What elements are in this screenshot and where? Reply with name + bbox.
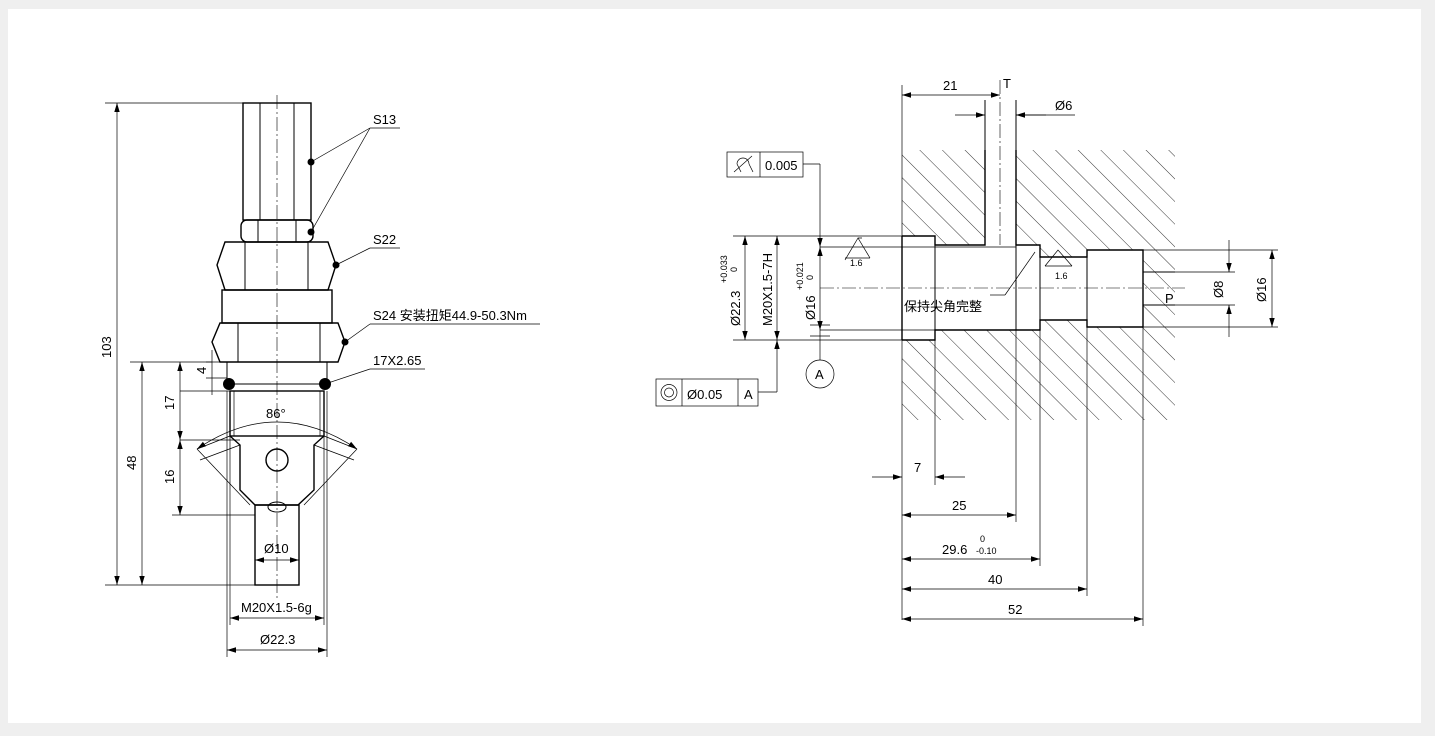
dim-103: 103 [99, 336, 114, 358]
datum-a-label: A [815, 367, 824, 382]
dim-d16-left: Ø16 [803, 295, 818, 320]
dim-29-6-tol-upper: 0 [980, 534, 985, 544]
flatness-value: 0.005 [765, 158, 798, 173]
dim-40: 40 [988, 572, 1002, 587]
dim-52: 52 [1008, 602, 1022, 617]
roughness-1: 1.6 [850, 258, 863, 268]
dim-4: 4 [194, 367, 209, 374]
datum-ref: A [744, 387, 753, 402]
hex-s22 [216, 241, 337, 291]
dim-thread-ext: M20X1.5-6g [241, 600, 312, 615]
dim-21: 21 [943, 78, 957, 93]
note-sharp-edge: 保持尖角完整 [904, 299, 982, 314]
hex-s24 [211, 322, 346, 363]
drawing-frame: S13 S22 S24 安装扭矩44.9-50.3Nm 17X2.65 103 … [8, 9, 1421, 723]
dim-29-6: 29.6 [942, 542, 967, 557]
label-p-port: P [1165, 291, 1174, 306]
callout-s24: S24 安装扭矩44.9-50.3Nm [373, 308, 527, 323]
d16-tol-lower: 0 [805, 275, 815, 280]
oring-left [223, 378, 235, 390]
bore-tol-upper: +0.033 [719, 255, 729, 283]
callout-oring: 17X2.65 [373, 353, 421, 368]
angle-86: 86° [266, 406, 286, 421]
cavity-section-view: 21 T Ø6 0.005 Ø0.05 A A Ø22.3 +0.033 0 M… [655, 76, 1278, 626]
dim-d6: Ø6 [1055, 98, 1072, 113]
dim-17: 17 [162, 396, 177, 410]
label-t-port: T [1003, 76, 1011, 91]
roughness-2: 1.6 [1055, 271, 1068, 281]
concentricity-frame [655, 378, 759, 407]
callout-s22: S22 [373, 232, 396, 247]
callout-s13: S13 [373, 112, 396, 127]
dim-d8: Ø8 [1211, 281, 1226, 298]
d16-tol-upper: +0.021 [795, 262, 805, 290]
valve-side-view: S13 S22 S24 安装扭矩44.9-50.3Nm 17X2.65 103 … [99, 95, 540, 657]
dim-body-dia: Ø22.3 [260, 632, 295, 647]
datum-a-symbol [805, 359, 835, 389]
hatched-block [902, 150, 1175, 420]
dim-29-6-tol-lower: -0.10 [976, 546, 997, 556]
dim-bore-dia: Ø22.3 [728, 291, 743, 326]
dim-stem-dia: Ø10 [264, 541, 289, 556]
flatness-frame [726, 151, 804, 178]
bore-tol-lower: 0 [729, 267, 739, 272]
technical-drawing: S13 S22 S24 安装扭矩44.9-50.3Nm 17X2.65 103 … [99, 76, 1278, 657]
dim-48: 48 [124, 456, 139, 470]
dim-thread-int: M20X1.5-7H [760, 253, 775, 326]
dim-16: 16 [162, 470, 177, 484]
concentricity-value: Ø0.05 [687, 387, 722, 402]
dim-7: 7 [914, 460, 921, 475]
dim-d16-right: Ø16 [1254, 277, 1269, 302]
dim-25: 25 [952, 498, 966, 513]
